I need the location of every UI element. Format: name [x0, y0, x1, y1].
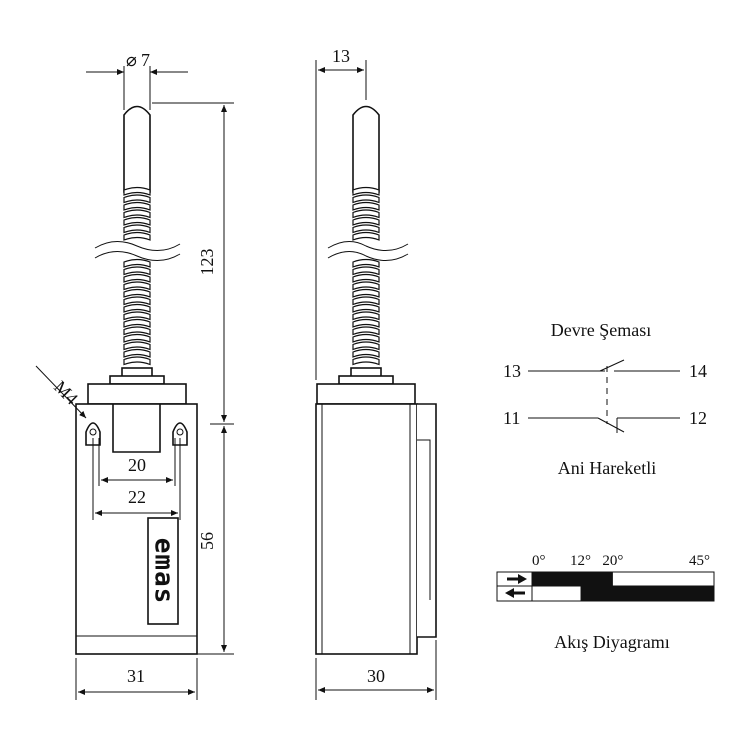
- side-rod-tip: [352, 105, 380, 193]
- dim-123-label: 123: [197, 249, 217, 276]
- dim-diameter-symbol: ⌀: [126, 50, 137, 70]
- dim-hole-inner: 20: [101, 455, 173, 483]
- flow-tick-label: 0°: [532, 553, 546, 569]
- front-spring: [123, 186, 151, 366]
- contact-12-label: 12: [689, 408, 707, 428]
- side-head-cap: [316, 383, 416, 405]
- front-mount-hole-left: [85, 422, 101, 446]
- flow-tick-label: 12°: [570, 553, 591, 569]
- dim-30-label: 30: [367, 666, 385, 686]
- dim-diameter-value: 7: [141, 50, 150, 70]
- dim-body-width-side: 30: [315, 640, 437, 700]
- side-break-line: [327, 241, 409, 251]
- emas-logo: emas: [147, 517, 179, 625]
- circuit-schema: Devre Şeması 13 14 11 12 Ani Hareketli: [503, 320, 707, 478]
- dim-rod-diameter: ⌀ 7: [86, 50, 188, 110]
- contact-13-label: 13: [503, 361, 521, 381]
- dim-hole-outer: 22: [95, 487, 178, 516]
- circuit-title: Devre Şeması: [551, 320, 651, 340]
- flow-diagram: 0° 12° 20° 45° Akış Diyagramı: [496, 553, 715, 652]
- dim-20-label: 20: [128, 455, 146, 475]
- front-mount-hole-right: [172, 422, 188, 446]
- dim-rod-length: 123: [152, 102, 234, 425]
- dim-13-label: 13: [332, 46, 350, 66]
- flow-bar-forward: [532, 572, 613, 586]
- front-break-line: [94, 241, 181, 251]
- flow-caption: Akış Diyagramı: [554, 632, 669, 652]
- dim-56-label: 56: [197, 532, 217, 550]
- dim-thread-m4: M4: [35, 365, 87, 419]
- flow-tick-label: 20°: [602, 553, 623, 569]
- dim-22-label: 22: [128, 487, 146, 507]
- flow-tick-label: 45°: [689, 553, 710, 569]
- flow-bar-return: [580, 586, 714, 601]
- forward-arrow-icon: [507, 574, 527, 584]
- side-lid: [417, 403, 437, 638]
- front-view: emas ⌀ 7 123 56: [35, 50, 234, 700]
- front-rod-tip: [123, 105, 151, 193]
- dim-31-label: 31: [127, 666, 145, 686]
- backward-arrow-icon: [505, 588, 525, 598]
- side-view: 13 30: [315, 46, 437, 700]
- contact-11-label: 11: [503, 408, 520, 428]
- dim-body-width-front: 31: [75, 658, 198, 700]
- contact-14-label: 14: [689, 361, 707, 381]
- front-head-cap: [87, 383, 187, 405]
- circuit-caption: Ani Hareketli: [558, 458, 656, 478]
- dim-rod-offset: 13: [315, 46, 367, 380]
- dim-body-height: 56: [197, 426, 234, 655]
- side-body: [315, 403, 418, 655]
- side-spring: [352, 186, 380, 366]
- front-notch: [112, 404, 161, 453]
- logo-text: emas: [149, 538, 179, 605]
- front-body: [75, 403, 198, 655]
